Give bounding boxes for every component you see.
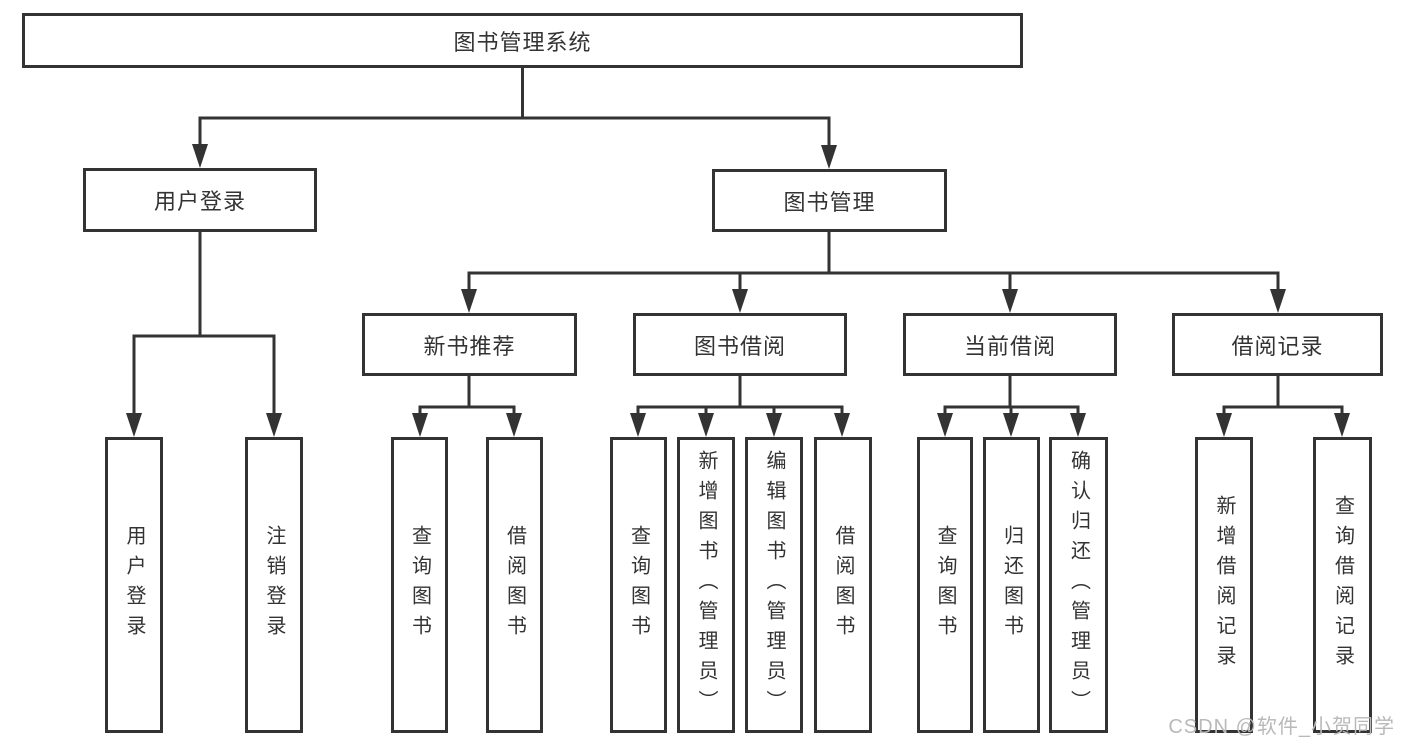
leaf-borrow-books-borrow: 借阅图书 bbox=[814, 437, 872, 733]
leaf-query-books-current: 查询图书 bbox=[917, 437, 973, 733]
node-book-borrowing: 图书借阅 bbox=[633, 313, 847, 376]
node-user-login: 用户登录 bbox=[83, 168, 317, 232]
leaf-label: 注销登录 bbox=[263, 525, 285, 645]
leaf-label: 归还图书 bbox=[1000, 525, 1023, 645]
node-current-borrowing: 当前借阅 bbox=[903, 313, 1117, 376]
leaf-label: 编辑图书（管理员） bbox=[763, 450, 785, 720]
leaf-edit-book-admin: 编辑图书（管理员） bbox=[745, 437, 803, 733]
leaf-add-borrow-record: 新增借阅记录 bbox=[1195, 437, 1253, 733]
leaf-label: 借阅图书 bbox=[832, 525, 854, 645]
leaf-query-books-newbook: 查询图书 bbox=[391, 437, 448, 733]
leaf-label: 查询图书 bbox=[627, 525, 650, 645]
leaf-query-books-borrow: 查询图书 bbox=[610, 437, 667, 733]
leaf-label: 查询图书 bbox=[408, 525, 431, 645]
node-new-book-recommend: 新书推荐 bbox=[362, 313, 577, 376]
leaf-return-books: 归还图书 bbox=[983, 437, 1040, 733]
leaf-label: 用户登录 bbox=[123, 525, 145, 645]
node-borrow-records: 借阅记录 bbox=[1172, 313, 1383, 376]
leaf-user-login: 用户登录 bbox=[105, 437, 163, 733]
leaf-label: 查询借阅记录 bbox=[1331, 495, 1354, 675]
leaf-label: 新增借阅记录 bbox=[1213, 495, 1235, 675]
arrowhead-icons bbox=[126, 144, 1350, 437]
node-book-management: 图书管理 bbox=[712, 169, 947, 232]
leaf-label: 确认归还（管理员） bbox=[1067, 450, 1090, 720]
node-library-system: 图书管理系统 bbox=[22, 13, 1023, 68]
leaf-add-book-admin: 新增图书（管理员） bbox=[677, 437, 735, 733]
leaf-label: 查询图书 bbox=[934, 525, 956, 645]
leaf-query-borrow-record: 查询借阅记录 bbox=[1313, 437, 1372, 733]
leaf-borrow-books-newbook: 借阅图书 bbox=[486, 437, 543, 733]
leaf-label: 新增图书（管理员） bbox=[695, 450, 717, 720]
leaf-confirm-return-admin: 确认归还（管理员） bbox=[1049, 437, 1108, 733]
watermark-text: CSDN @软件_小贺同学 bbox=[1168, 716, 1395, 738]
leaf-logout: 注销登录 bbox=[245, 437, 303, 733]
leaf-label: 借阅图书 bbox=[503, 525, 526, 645]
